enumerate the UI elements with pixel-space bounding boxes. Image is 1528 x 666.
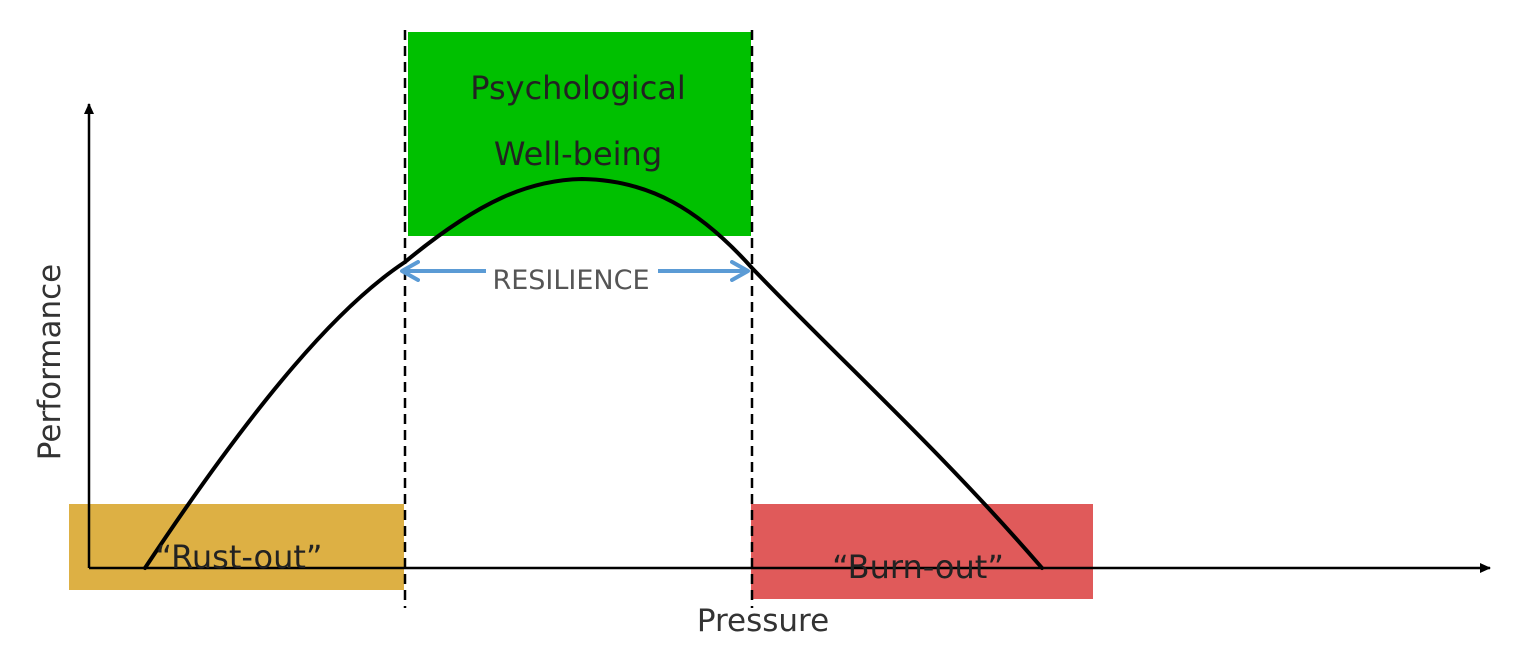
- burnout-label: “Burn-out”: [832, 548, 1004, 586]
- wellbeing-zone: [408, 32, 751, 236]
- y-axis-label: Performance: [32, 264, 68, 460]
- burnout-zone: [751, 504, 1093, 599]
- rustout-zone: [69, 504, 404, 590]
- resilience-label: RESILIENCE: [492, 265, 649, 296]
- wellbeing-label-line2: Well-being: [494, 135, 662, 173]
- performance-curve: [143, 176, 1044, 570]
- wellbeing-label-line1: Psychological: [470, 69, 686, 107]
- rustout-label: “Rust-out”: [155, 538, 322, 576]
- x-axis-label: Pressure: [697, 603, 829, 639]
